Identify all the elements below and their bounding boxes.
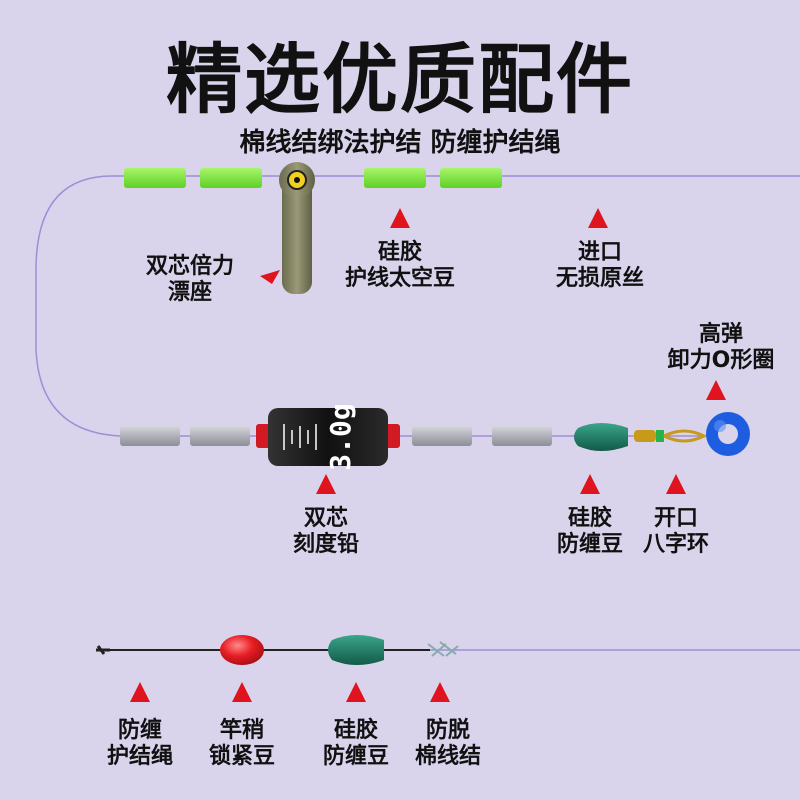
label-anti-tangle-bean: 硅胶防缠豆 bbox=[556, 506, 623, 557]
arrow-icon bbox=[130, 682, 150, 702]
elastic-o-ring bbox=[706, 412, 750, 456]
label-imported-line: 进口无损原丝 bbox=[555, 240, 644, 291]
scale-lead-weight: 3.0g bbox=[256, 403, 400, 471]
arrow-icon bbox=[706, 380, 726, 400]
anti-tangle-bean bbox=[574, 423, 628, 451]
lead-weight-value: 3.0g bbox=[324, 403, 357, 470]
arrow-icon bbox=[588, 208, 608, 228]
grey-bead bbox=[492, 426, 552, 446]
open-eight-ring bbox=[634, 429, 708, 443]
page-subtitle: 棉线结绑法护结 防缠护结绳 bbox=[239, 128, 561, 158]
label-anti-tangle-rope: 防缠护结绳 bbox=[106, 718, 173, 769]
arrow-icon bbox=[346, 682, 366, 702]
green-bead bbox=[124, 168, 186, 188]
grey-bead bbox=[190, 426, 250, 446]
arrow-icon bbox=[260, 270, 280, 284]
arrow-icon bbox=[580, 474, 600, 494]
label-anti-slip-knot: 防脱棉线结 bbox=[414, 718, 481, 769]
arrow-icons bbox=[130, 208, 726, 702]
arrow-icon bbox=[430, 682, 450, 702]
red-lock-bean bbox=[220, 635, 264, 665]
page-title: 精选优质配件 bbox=[166, 35, 634, 124]
label-anti-tangle-bean-2: 硅胶防缠豆 bbox=[322, 718, 389, 769]
arrow-icon bbox=[390, 208, 410, 228]
arrow-icon bbox=[666, 474, 686, 494]
anti-tangle-bean-bottom bbox=[328, 635, 384, 665]
green-bead bbox=[200, 168, 262, 188]
arrow-icon bbox=[316, 474, 336, 494]
grey-bead bbox=[120, 426, 180, 446]
cotton-knot bbox=[427, 641, 459, 657]
green-bead bbox=[364, 168, 426, 188]
green-bead bbox=[440, 168, 502, 188]
label-open-ring: 开口八字环 bbox=[642, 506, 709, 557]
label-rod-tip-bean: 竿稍锁紧豆 bbox=[208, 718, 275, 769]
arrow-icon bbox=[232, 682, 252, 702]
label-float-seat: 双芯倍力漂座 bbox=[145, 254, 234, 305]
grey-bead bbox=[412, 426, 472, 446]
label-elastic-ring: 高弹卸力O形圈 bbox=[667, 322, 775, 373]
label-scale-lead: 双芯刻度铅 bbox=[292, 506, 359, 557]
label-silicone-bean: 硅胶护线太空豆 bbox=[344, 240, 455, 291]
float-seat bbox=[279, 162, 315, 294]
fishing-line bbox=[35, 175, 800, 437]
